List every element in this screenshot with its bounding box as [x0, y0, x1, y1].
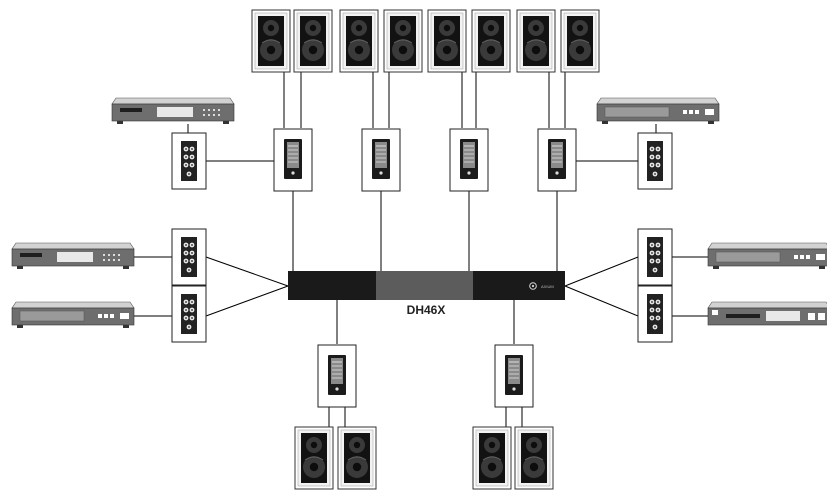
- source-device-icon: [707, 242, 827, 270]
- hub-brand-mark: AXIUM: [541, 284, 554, 289]
- input-panel-icon: [171, 285, 207, 343]
- speaker-icon: [514, 426, 554, 490]
- input-panel-icon: [637, 228, 673, 286]
- input-panel-icon: [171, 228, 207, 286]
- source-device-icon: [11, 242, 135, 270]
- speaker-icon: [293, 9, 333, 73]
- source-device-icon: [707, 301, 827, 326]
- speaker-icon: [472, 426, 512, 490]
- keypad-icon: [273, 128, 313, 192]
- source-device-icon: [596, 97, 720, 125]
- input-panel-icon: [171, 132, 207, 190]
- source-device-icon: [111, 97, 235, 125]
- input-panel-icon: [637, 285, 673, 343]
- speaker-icon: [339, 9, 379, 73]
- keypad-icon: [361, 128, 401, 192]
- input-panel-icon: [637, 132, 673, 190]
- keypad-icon: [494, 344, 534, 408]
- speaker-icon: [560, 9, 600, 73]
- keypad-icon: [317, 344, 357, 408]
- speaker-icon: [251, 9, 291, 73]
- source-device-icon: [11, 301, 135, 329]
- keypad-icon: [449, 128, 489, 192]
- hub-label: DH46X: [407, 303, 446, 317]
- speaker-icon: [383, 9, 423, 73]
- speaker-icon: [337, 426, 377, 490]
- speaker-icon: [516, 9, 556, 73]
- keypad-icon: [537, 128, 577, 192]
- hub-unit: AXIUM: [288, 271, 565, 300]
- speaker-icon: [471, 9, 511, 73]
- speaker-icon: [294, 426, 334, 490]
- speaker-icon: [427, 9, 467, 73]
- wiring: [134, 72, 708, 428]
